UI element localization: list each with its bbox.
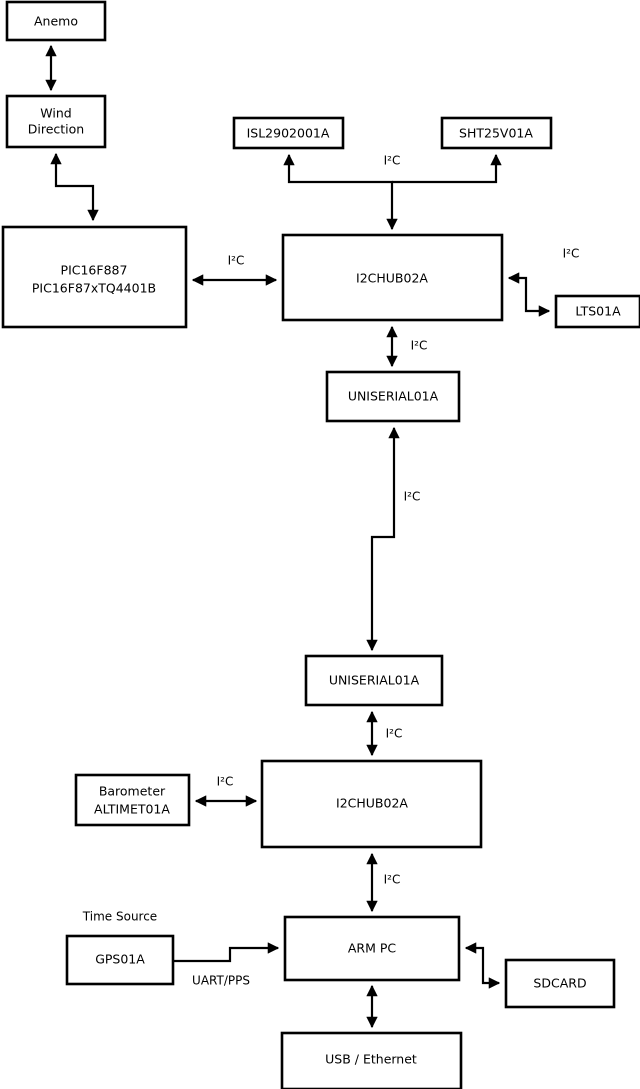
- node-uniserial01a-top-label: UNISERIAL01A: [348, 389, 439, 404]
- edge-label-i2c-hub-uniserial: I²C: [411, 339, 428, 353]
- node-anemo[interactable]: Anemo: [5, 0, 107, 42]
- node-anemo-label: Anemo: [34, 14, 78, 29]
- node-wind-direction-label-line2: Direction: [28, 122, 84, 137]
- node-lts01a[interactable]: LTS01A: [554, 294, 640, 329]
- edge-label-i2c-top-sensors: I²C: [384, 154, 401, 168]
- node-pic-mcu-label-line1: PIC16F887: [61, 263, 128, 278]
- node-usb-ethernet[interactable]: USB / Ethernet: [280, 1031, 463, 1089]
- node-i2chub02a-top[interactable]: I2CHUB02A: [281, 233, 504, 322]
- connector-uniserial-top-uniserial-bottom: [366, 426, 400, 652]
- node-barometer-label-line1: Barometer: [99, 784, 166, 799]
- node-i2chub02a-bottom[interactable]: I2CHUB02A: [260, 759, 483, 849]
- node-sdcard-label: SDCARD: [533, 976, 586, 991]
- node-barometer[interactable]: Barometer ALTIMET01A: [74, 773, 191, 827]
- node-i2chub02a-bottom-label: I2CHUB02A: [336, 796, 408, 811]
- node-pic-mcu[interactable]: PIC16F887 PIC16F87xTQ4401B: [1, 225, 188, 329]
- node-arm-pc[interactable]: ARM PC: [283, 915, 461, 982]
- node-gps01a[interactable]: GPS01A: [65, 934, 175, 986]
- node-uniserial01a-top[interactable]: UNISERIAL01A: [325, 370, 461, 423]
- edge-label-i2c-lts: I²C: [563, 247, 580, 261]
- edge-label-i2c-pic-hub: I²C: [228, 254, 245, 268]
- label-time-source: Time Source: [82, 910, 157, 924]
- node-arm-pc-label: ARM PC: [348, 941, 397, 956]
- node-uniserial01a-bottom-label: UNISERIAL01A: [329, 673, 420, 688]
- node-wind-direction[interactable]: Wind Direction: [5, 94, 107, 149]
- node-usb-ethernet-label: USB / Ethernet: [325, 1052, 417, 1067]
- connector-winddirection-pic: [50, 152, 99, 222]
- node-sht25v01a-label: SHT25V01A: [459, 126, 533, 141]
- connector-hub-top-lts: [507, 272, 551, 317]
- node-pic-mcu-label-line2: PIC16F87xTQ4401B: [32, 281, 156, 296]
- edge-label-i2c-hub-armpc: I²C: [384, 873, 401, 887]
- node-isl2902001a[interactable]: ISL2902001A: [232, 116, 345, 150]
- node-isl2902001a-label: ISL2902001A: [247, 126, 330, 141]
- node-barometer-label-line2: ALTIMET01A: [94, 802, 170, 817]
- node-lts01a-label: LTS01A: [575, 304, 621, 319]
- node-i2chub02a-top-label: I2CHUB02A: [356, 271, 428, 286]
- connector-gps-armpc: [173, 942, 280, 963]
- edge-label-i2c-uniserial-hub-bottom: I²C: [386, 727, 403, 741]
- node-sdcard[interactable]: SDCARD: [504, 958, 616, 1009]
- edge-label-i2c-uniserial-link: I²C: [404, 490, 421, 504]
- edge-label-i2c-barometer-hub: I²C: [217, 775, 234, 789]
- node-uniserial01a-bottom[interactable]: UNISERIAL01A: [304, 654, 444, 707]
- node-gps01a-label: GPS01A: [95, 952, 145, 967]
- connector-armpc-sdcard: [464, 942, 501, 989]
- node-sht25v01a[interactable]: SHT25V01A: [440, 116, 553, 150]
- node-wind-direction-label-line1: Wind: [40, 106, 71, 121]
- edge-label-uart-pps: UART/PPS: [192, 974, 250, 988]
- connector-sensorbus-sht: [392, 153, 502, 184]
- connector-hub-top-sensorbus: [283, 153, 398, 231]
